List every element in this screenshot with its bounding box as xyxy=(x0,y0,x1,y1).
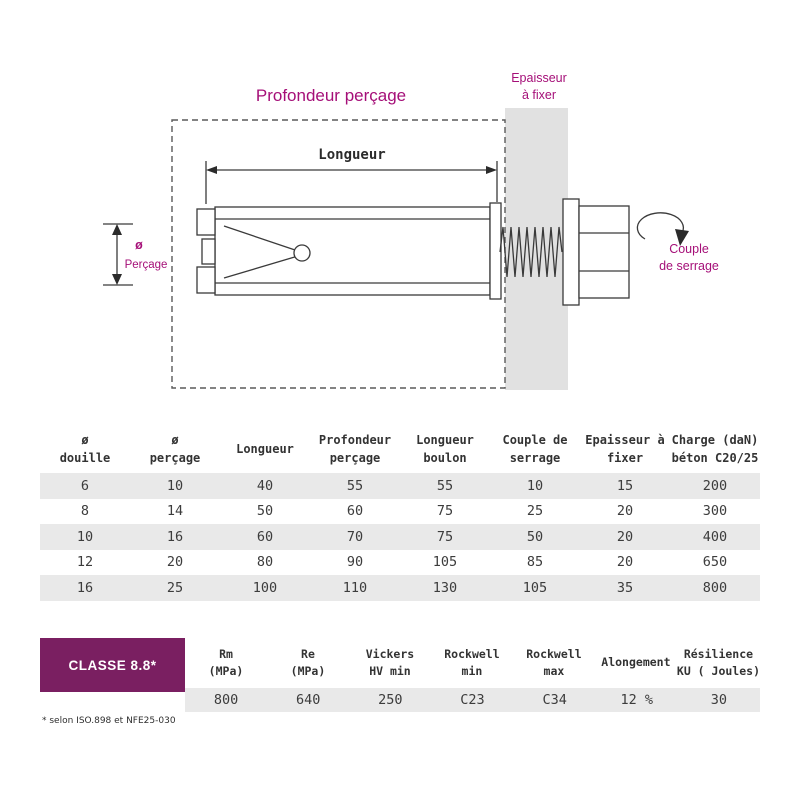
column-header-alongement: Alongement xyxy=(601,655,671,670)
table-cell: 800 xyxy=(213,692,239,708)
torque-rotation-arrow xyxy=(636,212,689,246)
table-cell: 100 xyxy=(252,579,278,596)
table-cell: 650 xyxy=(702,554,728,571)
table-cell: 80 xyxy=(256,554,274,571)
table-cell: 16 xyxy=(166,528,184,545)
longueur-label: Longueur xyxy=(318,147,385,163)
table-cell: 60 xyxy=(346,503,364,520)
table-cell: 75 xyxy=(436,503,454,520)
table-cell: 70 xyxy=(346,528,364,545)
table-cell: 50 xyxy=(256,503,274,520)
class-properties-values: 800 640 250 C23 C34 12 % 30 xyxy=(185,688,760,712)
profondeur-percage-label: Profondeur perçage xyxy=(256,86,406,105)
anchor-technical-drawing: Profondeur perçage Epaisseur à fixer Lon… xyxy=(103,71,719,390)
hex-nut xyxy=(578,205,630,299)
percage-label: Perçage xyxy=(125,259,168,271)
diameter-symbol: ø xyxy=(135,238,143,252)
classe-badge: CLASSE 8.8* xyxy=(40,638,185,692)
table-cell: 30 xyxy=(710,692,728,708)
table-cell: 40 xyxy=(256,477,274,494)
table-cell: 20 xyxy=(616,528,634,545)
table-cell: 20 xyxy=(616,554,634,571)
table-cell: 60 xyxy=(256,528,274,545)
expansion-cone xyxy=(223,225,311,279)
table-row: 8 14 50 60 75 25 20 300 xyxy=(40,499,760,525)
table-cell: 14 xyxy=(166,503,184,520)
table-cell: 25 xyxy=(166,579,184,596)
table-cell: 640 xyxy=(296,692,321,708)
table-cell: 20 xyxy=(616,503,634,520)
column-header-rm: Rm(MPa) xyxy=(208,646,244,678)
table-cell: 105 xyxy=(522,579,548,596)
table-row: 6 10 40 55 55 10 15 200 xyxy=(40,473,760,499)
table-cell: 10 xyxy=(166,477,184,494)
table-cell: 90 xyxy=(346,554,364,571)
epaisseur-label-line2: à fixer xyxy=(522,88,556,102)
drill-diameter-dimension xyxy=(103,223,133,286)
table-cell: 35 xyxy=(616,579,634,596)
table-cell: 130 xyxy=(432,579,458,596)
table-cell: 75 xyxy=(436,528,454,545)
table-cell: 6 xyxy=(80,477,90,494)
epaisseur-label-line1: Epaisseur xyxy=(511,71,567,85)
column-header-longueur: Longueur xyxy=(236,441,294,456)
table-cell: 12 % xyxy=(620,692,654,708)
table-cell: 25 xyxy=(526,503,544,520)
table-cell: 8 xyxy=(80,503,90,520)
column-header-re: Re(MPa) xyxy=(290,646,326,678)
table-cell: 85 xyxy=(526,554,544,571)
table-cell: 300 xyxy=(702,503,728,520)
table-cell: 50 xyxy=(526,528,544,545)
table-cell: 16 xyxy=(76,579,94,596)
column-header-charge: Charge (daN)béton C20/25 xyxy=(671,433,759,465)
expansion-clip xyxy=(196,208,216,294)
table-cell: 55 xyxy=(436,477,454,494)
table-cell: 400 xyxy=(702,528,728,545)
couple-label-line2: de serrage xyxy=(659,259,719,273)
washer xyxy=(562,198,580,306)
threaded-rod xyxy=(499,226,563,278)
table-cell: 10 xyxy=(526,477,544,494)
table-cell: C23 xyxy=(460,692,485,708)
classe-label: CLASSE 8.8* xyxy=(68,657,157,673)
table-cell: 800 xyxy=(702,579,728,596)
table-cell: 15 xyxy=(616,477,634,494)
table-cell: 55 xyxy=(346,477,364,494)
table-cell: 200 xyxy=(702,477,728,494)
table-cell: C34 xyxy=(542,692,567,708)
table-cell: 105 xyxy=(432,554,458,571)
table-cell: 250 xyxy=(378,692,403,708)
table-cell: 10 xyxy=(76,528,94,545)
table-row: 12 20 80 90 105 85 20 650 xyxy=(40,550,760,576)
anchor-sleeve xyxy=(214,202,502,300)
table-row: 10 16 60 70 75 50 20 400 xyxy=(40,524,760,550)
table-row: 16 25 100 110 130 105 35 800 xyxy=(40,575,760,601)
footnote: * selon ISO.898 et NFE25-030 xyxy=(42,716,176,726)
longueur-dimension xyxy=(205,161,498,204)
table-cell: 12 xyxy=(76,554,94,571)
table-cell: 110 xyxy=(342,579,368,596)
table-cell: 20 xyxy=(166,554,184,571)
couple-label-line1: Couple xyxy=(669,242,709,256)
